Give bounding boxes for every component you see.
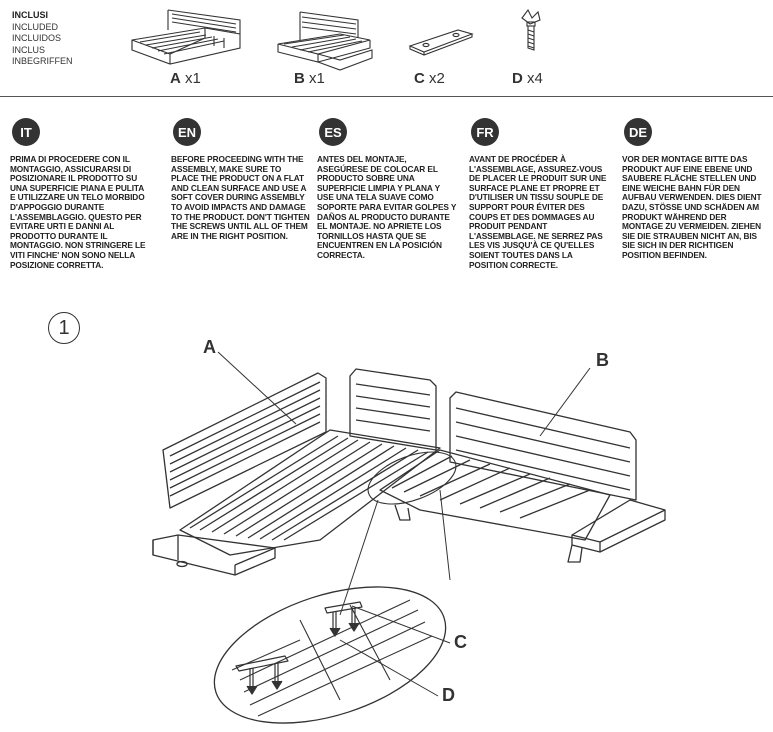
part-letter: A (170, 70, 181, 87)
part-qty: x2 (429, 70, 445, 87)
module-a-armrest (152, 534, 276, 576)
included-line: INBEGRIFFEN (12, 56, 73, 66)
parts-icons (131, 8, 541, 71)
lang-instructions: PRIMA DI PROCEDERE CON IL MONTAGGIO, ASS… (10, 154, 146, 270)
lang-badge: IT (12, 118, 40, 146)
lang-badge: EN (173, 118, 201, 146)
part-d-label: D x4 (512, 70, 543, 87)
corner-sofa-module-icon (131, 9, 241, 65)
lang-instructions: BEFORE PROCEEDING WITH THE ASSEMBLY, MAK… (171, 154, 310, 241)
part-qty: x4 (527, 70, 543, 87)
part-letter: B (294, 70, 305, 87)
wing-screw-icon (521, 8, 541, 51)
connecting-plate-icon (408, 29, 474, 56)
callout-d: D (442, 685, 455, 705)
included-line: INCLUDED (12, 21, 59, 32)
callout-b: B (596, 350, 609, 370)
module-b-backrest (449, 391, 637, 501)
lang-badge: ES (319, 118, 347, 146)
included-line: INCLUIDOS (12, 33, 62, 43)
callout-a: A (203, 337, 216, 357)
sofa-module-icon (277, 11, 373, 71)
part-c-label: C x2 (414, 70, 445, 87)
leader-b (539, 367, 591, 437)
part-letter: D (512, 70, 523, 87)
included-list: INCLUSI INCLUDED INCLUIDOS INCLUS INBEGR… (12, 10, 73, 68)
part-letter: C (414, 70, 425, 87)
part-b-label: B x1 (294, 70, 325, 87)
zoom-screw-d (246, 607, 360, 695)
module-a-seat (179, 429, 441, 556)
lang-badge: FR (471, 118, 499, 146)
lang-instructions: AVANT DE PROCÉDER À L'ASSEMBLAGE, ASSURE… (469, 154, 607, 270)
lang-instructions: ANTES DEL MONTAJE, ASEGÚRESE DE COLOCAR … (317, 154, 457, 260)
module-a-side-backrest (349, 368, 437, 451)
leader-c (351, 605, 451, 644)
lang-block-es: ES ANTES DEL MONTAJE, ASEGÚRESE DE COLOC… (317, 118, 457, 261)
zoom-detail (213, 586, 447, 724)
zoom-plate-c (235, 601, 363, 672)
included-title: INCLUSI (12, 10, 48, 20)
module-a-backrest (162, 372, 327, 509)
lang-badge: DE (624, 118, 652, 146)
part-a-label: A x1 (170, 70, 201, 87)
part-qty: x1 (309, 70, 325, 87)
joint-highlight (367, 451, 457, 505)
lang-block-it: IT PRIMA DI PROCEDERE CON IL MONTAGGIO, … (10, 118, 150, 270)
zoom-slats (231, 599, 433, 717)
lang-block-en: EN BEFORE PROCEEDING WITH THE ASSEMBLY, … (171, 118, 311, 241)
leader-d (339, 639, 439, 697)
section-divider (0, 96, 773, 97)
part-qty: x1 (185, 70, 201, 87)
lang-block-de: DE VOR DER MONTAGE BITTE DAS PRODUKT AUF… (622, 118, 762, 261)
module-b-seat (379, 449, 611, 541)
included-line: INCLUS (12, 44, 46, 55)
leader-a (217, 351, 297, 425)
step-number: 1 (48, 312, 80, 344)
module-b-armrest (571, 499, 666, 553)
callout-c: C (454, 632, 467, 652)
lang-block-fr: FR AVANT DE PROCÉDER À L'ASSEMBLAGE, ASS… (469, 118, 609, 270)
lang-instructions: VOR DER MONTAGE BITTE DAS PRODUKT AUF EI… (622, 154, 762, 260)
